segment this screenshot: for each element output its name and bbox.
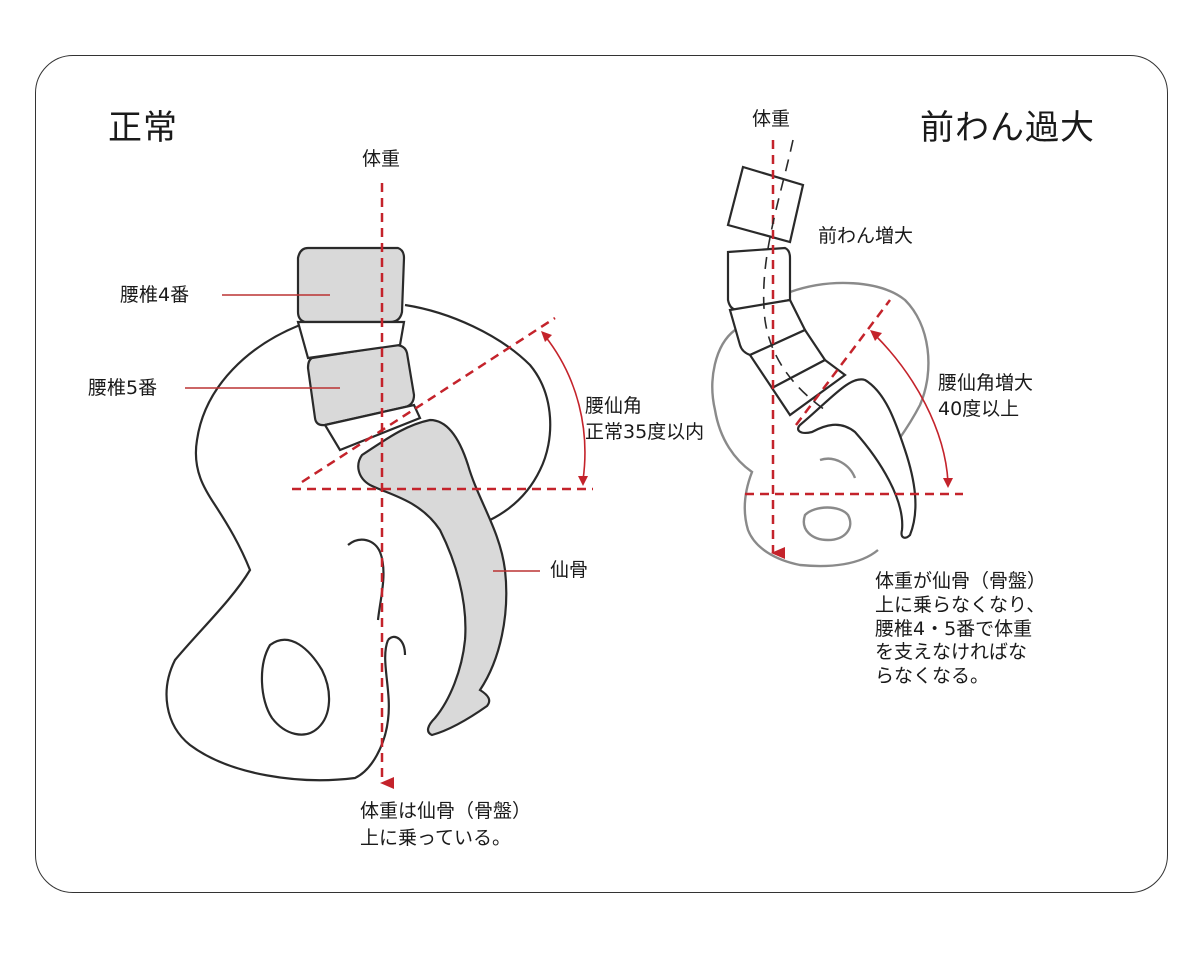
hyper-angle-arrowhead-bottom	[943, 478, 953, 488]
hyper-sacrum	[797, 378, 917, 539]
normal-sacrum	[357, 418, 508, 737]
normal-angle-label-line2: 正常35度以内	[585, 421, 705, 443]
hyper-caption-line: らなくなる。	[875, 665, 990, 687]
hyper-angle-arrowhead-top	[870, 330, 882, 341]
normal-lumbar-4	[296, 246, 406, 324]
hyper-lumbar-5	[770, 358, 847, 417]
hyper-angle-label-line2: 40度以上	[938, 398, 1020, 420]
hyper-angle-label-line1: 腰仙角増大	[938, 372, 1034, 394]
hyper-guides	[745, 140, 963, 559]
normal-leader-lines	[185, 294, 540, 572]
hyper-vertebrae	[726, 165, 917, 539]
normal-sacrum-label: 仙骨	[550, 559, 589, 581]
normal-caption-line1: 体重は仙骨（骨盤）	[360, 800, 532, 822]
normal-angle-arc	[544, 335, 586, 481]
hyper-angle-arc	[874, 334, 949, 483]
normal-angle-arrowhead-top	[541, 331, 552, 342]
hyper-lordosis-label: 前わん増大	[818, 225, 914, 247]
hyper-caption-line: 体重が仙骨（骨盤）	[875, 570, 1047, 592]
normal-pelvis	[165, 303, 552, 782]
hyper-caption-line: を支えなければな	[875, 641, 1028, 664]
normal-lumbar5-label: 腰椎5番	[88, 377, 158, 399]
hyper-pelvis	[711, 281, 930, 568]
diagram-frame	[35, 55, 1168, 893]
normal-disc-upper	[296, 320, 406, 360]
normal-angle-arrowhead-bottom	[578, 476, 588, 486]
hyper-caption-line: 腰椎4・5番で体重	[875, 617, 1033, 640]
normal-guides	[292, 183, 593, 789]
hyper-caption: 体重が仙骨（骨盤） 上に乗らなくなり、 腰椎4・5番で体重 を支えなければな ら…	[875, 570, 1046, 689]
hyper-weight-label: 体重	[752, 108, 791, 130]
normal-lumbar4-label: 腰椎4番	[120, 284, 190, 306]
hyper-sacral-line	[795, 299, 891, 426]
hyper-top-vertebra	[726, 165, 805, 244]
normal-vertebrae	[296, 246, 508, 737]
normal-caption-line2: 上に乗っている。	[360, 827, 512, 849]
normal-weight-label: 体重	[362, 148, 401, 170]
hyper-spine-axis	[762, 139, 826, 411]
normal-sacral-line	[301, 316, 556, 484]
normal-disc-lower	[323, 403, 422, 452]
normal-angle-label-line1: 腰仙角	[585, 395, 643, 417]
normal-title: 正常	[108, 108, 178, 148]
hyperlordosis-title: 前わん過大	[920, 108, 1095, 148]
hyper-caption-line: 上に乗らなくなり、	[875, 593, 1046, 616]
